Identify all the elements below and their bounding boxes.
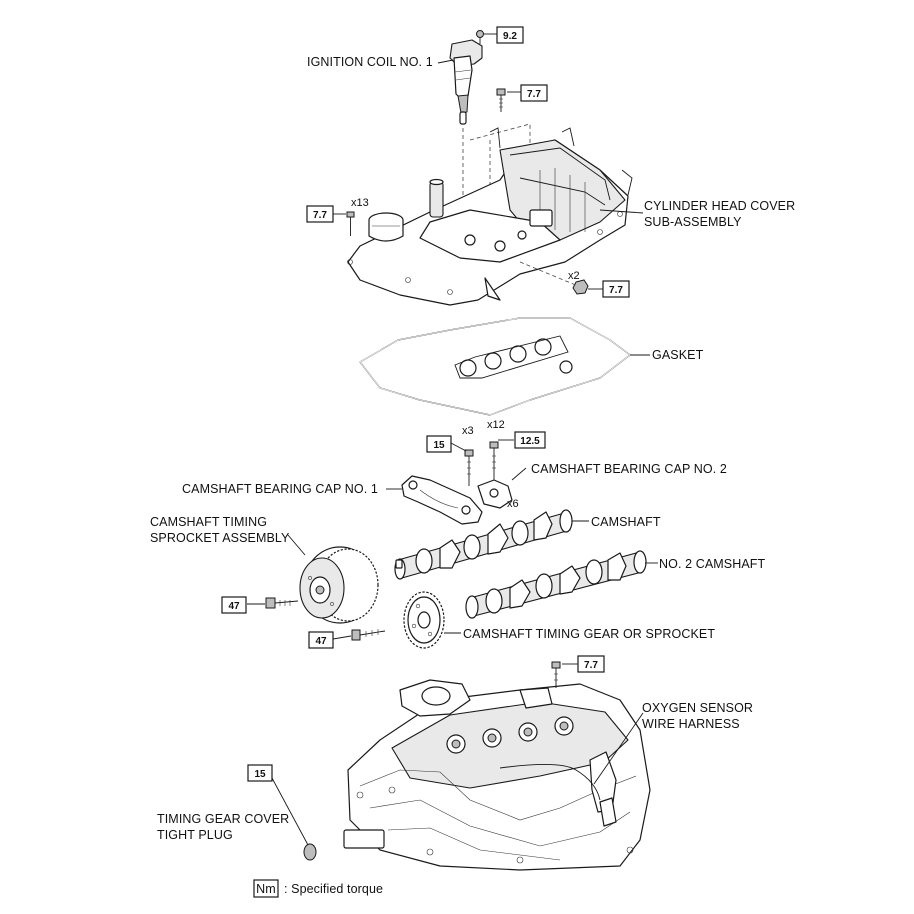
svg-text:7.7: 7.7 xyxy=(313,210,327,221)
label-timing-gear: CAMSHAFT TIMING GEAR OR SPROCKET xyxy=(463,627,715,641)
torque-box-gear: 47 xyxy=(308,631,334,649)
qty-cap2-bolts: x12 xyxy=(487,419,505,431)
cylinder-head-illustration xyxy=(343,679,651,871)
harness-bolt xyxy=(551,661,561,688)
bearing-cap-no2-illustration xyxy=(477,479,513,509)
cap1-bolt xyxy=(464,449,474,486)
cover-nut xyxy=(572,279,589,295)
torque-box-coil: 9.2 xyxy=(496,26,524,44)
camshaft-illustration xyxy=(394,509,573,580)
svg-text:47: 47 xyxy=(315,636,327,647)
label-ignition-coil: IGNITION COIL NO. 1 xyxy=(307,55,433,69)
legend-symbol: Nm xyxy=(256,882,276,896)
svg-text:9.2: 9.2 xyxy=(503,31,517,42)
label-plug-2: TIGHT PLUG xyxy=(157,828,233,842)
svg-text:7.7: 7.7 xyxy=(584,660,598,671)
torque-box-cover-nuts: 7.7 xyxy=(602,280,630,298)
qty-cap1-bolts: x3 xyxy=(462,425,474,437)
legend-text: : Specified torque xyxy=(284,882,383,896)
tight-plug xyxy=(303,843,317,861)
sprocket-bolt xyxy=(265,597,299,609)
label-gasket: GASKET xyxy=(652,348,704,362)
label-bearing-cap-2: CAMSHAFT BEARING CAP NO. 2 xyxy=(531,462,727,476)
svg-text:12.5: 12.5 xyxy=(520,436,540,447)
torque-box-plug: 15 xyxy=(247,764,273,782)
cap2-bolt xyxy=(489,441,499,480)
label-o2-harness-2: WIRE HARNESS xyxy=(642,717,740,731)
cap2-leader xyxy=(511,467,527,481)
label-plug-1: TIMING GEAR COVER xyxy=(157,812,289,826)
label-no2-camshaft: NO. 2 CAMSHAFT xyxy=(659,557,766,571)
nut-dash-line xyxy=(519,261,579,287)
o2-harness-leader xyxy=(593,712,644,785)
label-camshaft: CAMSHAFT xyxy=(591,515,661,529)
torque-box-sprocket: 47 xyxy=(221,596,247,614)
head-cover-leader xyxy=(599,209,644,214)
coil-dash-lines xyxy=(462,123,531,238)
torque-box-stud: 7.7 xyxy=(520,84,548,102)
gear-bolt xyxy=(351,629,386,641)
svg-text:7.7: 7.7 xyxy=(527,89,541,100)
gear-bolt-leader xyxy=(332,635,352,640)
qty-cap2-count: x6 xyxy=(507,498,519,510)
label-head-cover-2: SUB-ASSEMBLY xyxy=(644,215,742,229)
ignition-coil-leader xyxy=(437,59,454,64)
gasket-illustration xyxy=(359,317,631,416)
oxygen-sensor-harness-cable xyxy=(499,763,601,801)
label-bearing-cap-1: CAMSHAFT BEARING CAP NO. 1 xyxy=(182,482,378,496)
svg-text:7.7: 7.7 xyxy=(609,285,623,296)
qty-cover-nuts: x2 xyxy=(568,270,580,282)
legend: Nm : Specified torque xyxy=(253,879,383,898)
svg-text:47: 47 xyxy=(228,601,240,612)
coil-bolt xyxy=(476,30,484,44)
cylinder-head-cover-illustration xyxy=(347,127,633,306)
legend-symbol-box xyxy=(253,879,279,898)
torque-box-cap1: 15 xyxy=(426,435,452,453)
label-o2-harness-1: OXYGEN SENSOR xyxy=(642,701,753,715)
cap1-bolt-leader xyxy=(450,442,467,452)
bearing-cap-no1-illustration xyxy=(401,475,483,525)
label-head-cover-1: CYLINDER HEAD COVER xyxy=(644,199,795,213)
plug-leader xyxy=(271,777,309,846)
label-sprocket-1: CAMSHAFT TIMING xyxy=(150,515,267,529)
label-sprocket-2: SPROCKET ASSEMBLY xyxy=(150,531,290,545)
torque-box-cap2: 12.5 xyxy=(514,431,546,449)
ignition-coil-illustration xyxy=(449,39,483,125)
timing-gear-illustration xyxy=(403,591,445,649)
qty-cover-bolts: x13 xyxy=(351,197,369,209)
svg-text:15: 15 xyxy=(433,440,445,451)
cover-stud-bolt xyxy=(496,88,506,112)
sprocket-leader xyxy=(287,534,306,556)
svg-text:15: 15 xyxy=(254,769,266,780)
torque-box-harness: 7.7 xyxy=(577,655,605,673)
timing-sprocket-illustration xyxy=(299,546,379,624)
no2-camshaft-illustration xyxy=(465,550,647,619)
cover-bolt xyxy=(346,211,355,236)
torque-box-cover-bolts: 7.7 xyxy=(306,205,334,223)
